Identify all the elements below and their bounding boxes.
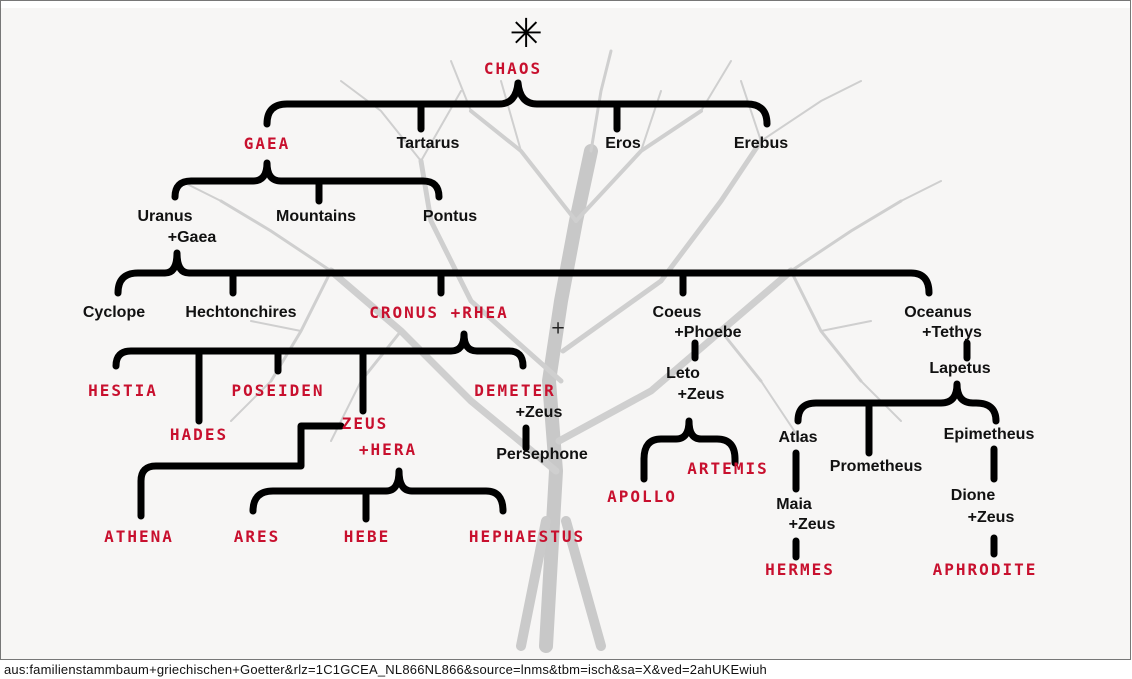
node-hebe: HEBE bbox=[343, 527, 391, 546]
node-dione: Dione bbox=[950, 487, 996, 504]
node-epimetheus: Epimetheus bbox=[943, 426, 1035, 443]
node-eros: Eros bbox=[605, 135, 641, 152]
diagram-frame: ✳ + CHAOS GAEA Tartarus Eros Erebus Uran… bbox=[0, 0, 1131, 660]
node-gaea: GAEA bbox=[243, 134, 291, 153]
node-erebus: Erebus bbox=[733, 135, 789, 152]
node-leto: Leto bbox=[666, 365, 700, 382]
asterisk-icon: ✳ bbox=[509, 11, 543, 57]
node-dione-spouse: +Zeus bbox=[967, 509, 1015, 526]
node-coeus: Coeus bbox=[652, 304, 702, 321]
node-uranus-spouse: +Gaea bbox=[167, 229, 217, 246]
node-zeus: ZEUS bbox=[341, 414, 389, 433]
node-hermes: HERMES bbox=[765, 560, 835, 579]
node-tartarus: Tartarus bbox=[396, 135, 460, 152]
node-cronus-rhea: CRONUS +RHEA bbox=[369, 303, 509, 322]
node-prometheus: Prometheus bbox=[829, 458, 923, 475]
node-apollo: APOLLO bbox=[607, 487, 677, 506]
node-hephaestus: HEPHAESTUS bbox=[468, 527, 586, 546]
node-hera: +HERA bbox=[358, 440, 418, 459]
node-mountains: Mountains bbox=[276, 208, 356, 225]
node-atlas: Atlas bbox=[778, 429, 818, 446]
top-strip bbox=[1, 1, 1130, 8]
node-coeus-spouse: +Phoebe bbox=[674, 324, 742, 341]
background-tree bbox=[180, 49, 942, 653]
node-persephone: Persephone bbox=[496, 446, 588, 463]
node-ares: ARES bbox=[233, 527, 281, 546]
source-caption: aus:familienstammbaum+griechischen+Goett… bbox=[4, 662, 767, 677]
node-maia-spouse: +Zeus bbox=[788, 516, 836, 533]
node-oceanus-spouse: +Tethys bbox=[922, 324, 982, 341]
node-chaos: CHAOS bbox=[483, 59, 543, 78]
node-poseiden: POSEIDEN bbox=[231, 381, 325, 400]
node-uranus: Uranus bbox=[137, 208, 193, 225]
node-athena: ATHENA bbox=[104, 527, 174, 546]
node-demeter-spouse: +Zeus bbox=[515, 404, 563, 421]
node-hechtonchires: Hechtonchires bbox=[185, 304, 297, 321]
node-hestia: HESTIA bbox=[88, 381, 158, 400]
node-cyclope: Cyclope bbox=[82, 304, 146, 321]
node-hades: HADES bbox=[169, 425, 229, 444]
node-demeter: DEMETER bbox=[474, 381, 556, 400]
crosshair-cursor-icon: + bbox=[550, 317, 566, 339]
node-lapetus: Lapetus bbox=[929, 360, 991, 377]
node-maia: Maia bbox=[776, 496, 812, 513]
node-aphrodite: APHRODITE bbox=[932, 560, 1038, 579]
node-leto-spouse: +Zeus bbox=[677, 386, 725, 403]
connectors bbox=[112, 79, 1000, 561]
node-artemis: ARTEMIS bbox=[687, 459, 769, 478]
node-oceanus: Oceanus bbox=[904, 304, 972, 321]
node-pontus: Pontus bbox=[422, 208, 478, 225]
family-tree-graphic bbox=[112, 49, 1000, 653]
